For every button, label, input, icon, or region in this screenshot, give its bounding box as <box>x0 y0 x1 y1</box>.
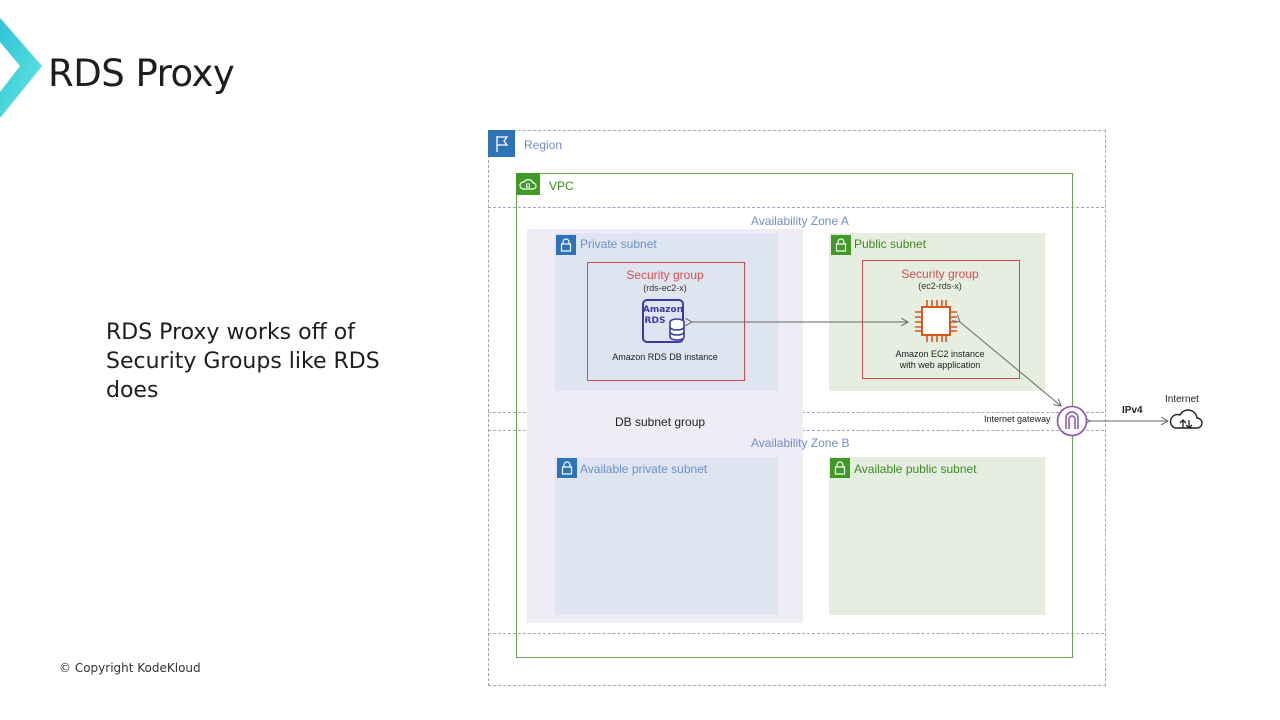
region-flag-icon <box>488 130 515 157</box>
vpc-label: VPC <box>549 179 574 193</box>
private-subnet-label: Private subnet <box>580 237 657 251</box>
available-public-lock-icon <box>830 458 850 478</box>
internet-label: Internet <box>1165 394 1199 405</box>
private-subnet-lock-icon <box>556 235 576 255</box>
rds-sg-name: (rds-ec2-x) <box>643 283 687 293</box>
kodekloud-logo-icon <box>0 18 42 118</box>
region-label: Region <box>524 138 563 152</box>
public-subnet-label: Public subnet <box>854 237 927 251</box>
vpc-cloud-icon <box>516 173 540 195</box>
available-private-lock-icon <box>557 458 577 478</box>
internet-gateway-label: Internet gateway <box>984 414 1051 424</box>
available-private-subnet <box>555 457 779 615</box>
rds-sg-title: Security group <box>626 268 704 282</box>
region-box <box>488 130 1106 686</box>
slide-title: RDS Proxy <box>48 52 235 95</box>
available-public-subnet <box>829 457 1045 615</box>
ec2-caption-line1: Amazon EC2 instance <box>895 349 985 359</box>
slide-body-text: RDS Proxy works off of Security Groups l… <box>106 320 380 403</box>
ec2-igw-connection <box>960 322 1061 406</box>
amazon-rds-icon: Amazon RDS <box>642 299 686 343</box>
ec2-chip-icon <box>912 297 960 345</box>
available-public-subnet-label: Available public subnet <box>854 462 977 476</box>
internet-gateway-icon <box>1056 405 1088 437</box>
az-a-label: Availability Zone A <box>751 214 849 228</box>
rds-icon-text-rds: RDS <box>645 316 666 326</box>
internet-cloud-icon <box>1168 406 1204 432</box>
ec2-caption-line2: with web application <box>899 360 981 370</box>
ec2-sg-name: (ec2-rds-x) <box>918 281 962 291</box>
db-subnet-group-label: DB subnet group <box>615 415 706 429</box>
rds-caption: Amazon RDS DB instance <box>612 352 718 362</box>
ec2-sg-title: Security group <box>901 267 979 281</box>
copyright: © Copyright KodeKloud <box>59 661 201 675</box>
rds-icon-text-amazon: Amazon <box>643 305 683 315</box>
az-b-label: Availability Zone B <box>751 436 850 450</box>
available-private-subnet-label: Available private subnet <box>580 462 708 476</box>
private-subnet <box>555 233 779 391</box>
ipv4-label: IPv4 <box>1122 405 1143 416</box>
public-subnet-lock-icon <box>831 235 851 255</box>
